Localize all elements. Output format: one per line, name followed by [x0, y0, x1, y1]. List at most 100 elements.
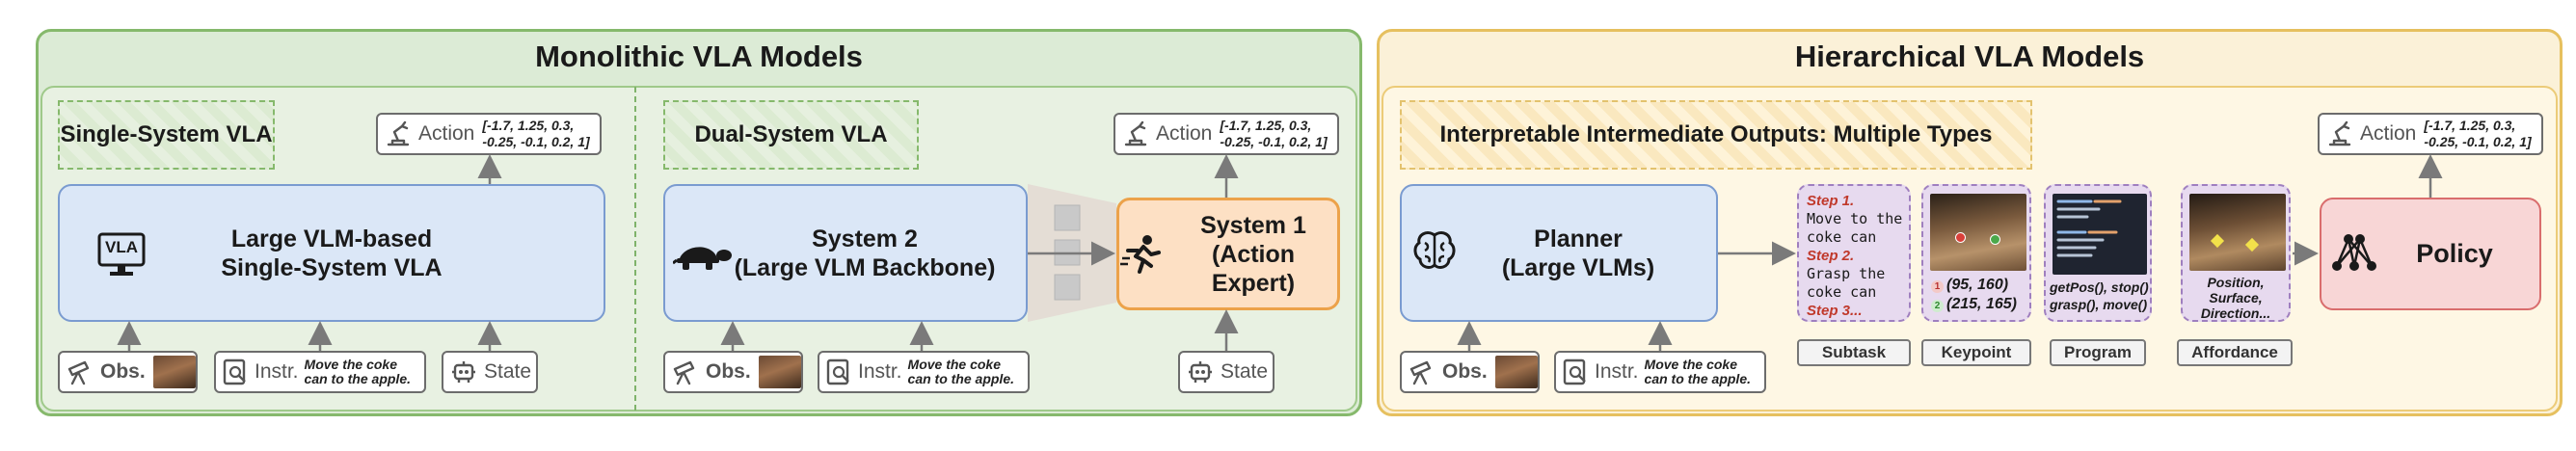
- affordance-image: [2189, 194, 2286, 271]
- policy-label: Policy: [2416, 239, 2493, 268]
- single-action-vector-2: -0.25, -0.1, 0.2, 1]: [482, 134, 590, 149]
- system1-line1: System 1: [1200, 211, 1306, 239]
- keypoint-coord-2: 2(215, 165): [1931, 295, 2017, 314]
- dual-action-vector: [-1.7, 1.25, 0.3, -0.25, -0.1, 0.2, 1]: [1220, 118, 1327, 150]
- dual-instr-label: Instr.: [858, 360, 902, 383]
- single-system-vla-box: Large VLM-based Single-System VLA: [58, 184, 605, 322]
- system1-box: System 1 (Action Expert): [1116, 198, 1340, 310]
- single-instr-text: Move the coke can to the apple.: [305, 358, 411, 386]
- telescope-icon: [1408, 358, 1436, 386]
- dual-instr-text-2: can to the apple.: [907, 371, 1014, 386]
- single-action-label: Action: [418, 122, 475, 145]
- single-instr-label: Instr.: [255, 360, 299, 383]
- system2-box: System 2 (Large VLM Backbone): [663, 184, 1028, 322]
- keypoint-tag: Keypoint: [1921, 339, 2031, 366]
- policy-action-vector: [-1.7, 1.25, 0.3, -0.25, -0.1, 0.2, 1]: [2424, 118, 2531, 150]
- policy-action-vector-1: [-1.7, 1.25, 0.3,: [2424, 118, 2516, 133]
- keypoint-marker-1: [1955, 232, 1966, 243]
- latent-token-3: [1054, 274, 1081, 301]
- keypoint-card: 1(95, 160) 2(215, 165): [1921, 184, 2031, 322]
- instruction-icon: [222, 358, 249, 386]
- vla-monitor-icon: VLA: [96, 231, 147, 278]
- program-line-1: getPos(), stop(): [2050, 279, 2149, 295]
- keypoint-value-1: (95, 160): [1946, 277, 2009, 293]
- robot-arm-icon: [384, 119, 413, 148]
- single-instr-chip: Instr. Move the coke can to the apple.: [214, 351, 426, 393]
- dual-state-chip: State: [1178, 351, 1275, 393]
- system2-line2: (Large VLM Backbone): [734, 253, 996, 281]
- section-divider: [634, 87, 636, 411]
- program-functions: getPos(), stop() grasp(), move(): [2050, 279, 2149, 313]
- single-state-label: State: [484, 360, 532, 383]
- step1-text-2: coke can: [1807, 228, 1877, 246]
- dual-state-label: State: [1221, 360, 1269, 383]
- keypoint-badge-1: 1: [1931, 280, 1944, 293]
- keypoint-image: [1930, 194, 2026, 271]
- policy-action-vector-2: -0.25, -0.1, 0.2, 1]: [2424, 134, 2532, 149]
- instruction-icon: [825, 358, 852, 386]
- affordance-line-3: Direction...: [2200, 305, 2271, 321]
- robot-state-icon: [1186, 358, 1215, 386]
- observation-image: [1494, 356, 1538, 388]
- dual-instr-text: Move the coke can to the apple.: [908, 358, 1014, 386]
- single-system-label: Single-System VLA: [58, 100, 275, 170]
- dual-action-chip: Action [-1.7, 1.25, 0.3, -0.25, -0.1, 0.…: [1114, 113, 1339, 155]
- keypoint-badge-2: 2: [1931, 300, 1944, 312]
- dual-instr-text-1: Move the coke: [907, 357, 1002, 372]
- keypoint-marker-2: [1990, 234, 2000, 245]
- affordance-tag: Affordance: [2177, 339, 2293, 366]
- keypoint-coords: 1(95, 160) 2(215, 165): [1931, 276, 2017, 314]
- observation-image: [758, 356, 801, 388]
- intermediate-outputs-label: Interpretable Intermediate Outputs: Mult…: [1400, 100, 2032, 170]
- single-obs-chip: Obs.: [58, 351, 198, 393]
- single-instr-text-2: can to the apple.: [304, 371, 411, 386]
- planner-instr-chip: Instr. Move the coke can to the apple.: [1554, 351, 1766, 393]
- affordance-line-1: Position,: [2207, 275, 2265, 290]
- planner-line2: (Large VLMs): [1501, 253, 1655, 281]
- monolithic-title: Monolithic VLA Models: [535, 40, 863, 73]
- program-tag: Program: [2050, 339, 2146, 366]
- dual-instr-chip: Instr. Move the coke can to the apple.: [818, 351, 1030, 393]
- single-system-line2: Single-System VLA: [221, 253, 443, 281]
- policy-action-label: Action: [2360, 122, 2417, 145]
- single-action-vector: [-1.7, 1.25, 0.3, -0.25, -0.1, 0.2, 1]: [482, 118, 589, 150]
- brain-icon: [1411, 227, 1458, 274]
- keypoint-coord-1: 1(95, 160): [1931, 276, 2017, 295]
- hierarchical-title: Hierarchical VLA Models: [1794, 40, 2145, 73]
- single-state-chip: State: [442, 351, 538, 393]
- single-obs-label: Obs.: [100, 360, 146, 383]
- planner-line1: Planner: [1534, 225, 1623, 252]
- robot-arm-icon: [2325, 119, 2354, 148]
- affordance-card: Position, Surface, Direction...: [2181, 184, 2291, 322]
- dual-action-vector-1: [-1.7, 1.25, 0.3,: [1220, 118, 1312, 133]
- network-icon: [2329, 229, 2379, 276]
- single-action-vector-1: [-1.7, 1.25, 0.3,: [482, 118, 575, 133]
- affordance-line-2: Surface,: [2209, 290, 2263, 305]
- observation-image: [152, 356, 196, 388]
- system1-line2: (Action Expert): [1211, 240, 1296, 297]
- latent-token-1: [1054, 204, 1081, 231]
- step1-label: Step 1.: [1807, 193, 1855, 209]
- subtask-tag: Subtask: [1797, 339, 1911, 366]
- subtask-steps: Step 1. Move to the coke can Step 2. Gra…: [1807, 192, 1903, 320]
- dual-system-label: Dual-System VLA: [663, 100, 919, 170]
- step1-text-1: Move to the: [1807, 210, 1903, 227]
- dual-obs-label: Obs.: [706, 360, 751, 383]
- program-card: getPos(), stop() grasp(), move(): [2044, 184, 2152, 322]
- program-line-2: grasp(), move(): [2050, 297, 2148, 312]
- telescope-icon: [66, 358, 94, 386]
- instruction-icon: [1562, 358, 1589, 386]
- dual-action-label: Action: [1156, 122, 1213, 145]
- step3-label: Step 3...: [1807, 303, 1863, 319]
- robot-state-icon: [449, 358, 478, 386]
- planner-instr-text-2: can to the apple.: [1644, 371, 1751, 386]
- dual-action-vector-2: -0.25, -0.1, 0.2, 1]: [1220, 134, 1328, 149]
- single-instr-text-1: Move the coke: [304, 357, 398, 372]
- step2-label: Step 2.: [1807, 248, 1855, 264]
- single-system-line1: Large VLM-based: [230, 225, 433, 252]
- planner-instr-label: Instr.: [1595, 360, 1639, 383]
- planner-obs-label: Obs.: [1442, 360, 1488, 383]
- planner-instr-text: Move the coke can to the apple.: [1645, 358, 1751, 386]
